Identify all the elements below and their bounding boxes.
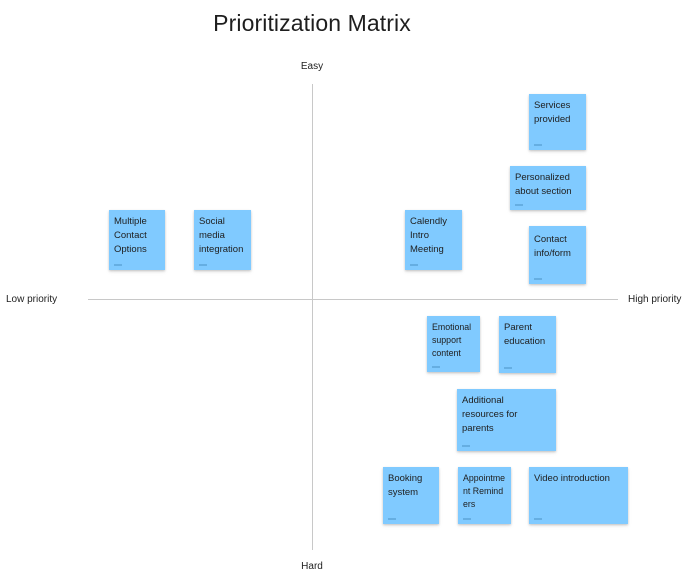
author-tag [534, 518, 542, 520]
author-tag [515, 204, 523, 206]
sticky-note-calendly-intro-meeting[interactable]: Calendly Intro Meeting [405, 210, 462, 270]
sticky-note-text: Social media integration [199, 216, 244, 255]
axis-label-low-priority: Low priority [6, 294, 58, 305]
sticky-note-text: Personalized about section [515, 172, 572, 197]
sticky-note-contact-info-form[interactable]: Contact info/form [529, 226, 586, 284]
author-tag [462, 445, 470, 447]
sticky-note-services-provided[interactable]: Services provided [529, 94, 586, 150]
sticky-note-text: Calendly Intro Meeting [410, 216, 447, 255]
sticky-note-additional-resources[interactable]: Additional resources for parents [457, 389, 556, 451]
author-tag [463, 518, 471, 520]
page-title: Prioritization Matrix [213, 10, 411, 36]
sticky-note-text: Appointment Reminders [463, 473, 506, 509]
sticky-note-text: Services provided [534, 100, 571, 125]
author-tag [388, 518, 396, 520]
axis-label-hard: Hard [301, 561, 323, 572]
axis-label-easy: Easy [300, 61, 324, 72]
sticky-note-text: Emotional support content [432, 322, 472, 358]
sticky-note-emotional-support-content[interactable]: Emotional support content [427, 316, 480, 372]
sticky-note-personalized-about-section[interactable]: Personalized about section [510, 166, 586, 210]
horizontal-axis [88, 299, 618, 300]
vertical-axis [312, 84, 313, 550]
sticky-note-text: Contact info/form [534, 234, 571, 259]
author-tag [534, 278, 542, 280]
sticky-note-text: Multiple Contact Options [114, 216, 147, 255]
author-tag [432, 366, 440, 368]
sticky-note-text: Booking system [388, 473, 423, 498]
axis-label-high-priority: High priority [628, 294, 682, 305]
sticky-note-parent-education[interactable]: Parent education [499, 316, 556, 373]
sticky-note-booking-system[interactable]: Booking system [383, 467, 439, 524]
sticky-note-video-introduction[interactable]: Video introduction [529, 467, 628, 524]
sticky-note-social-media-integration[interactable]: Social media integration [194, 210, 251, 270]
author-tag [410, 264, 418, 266]
author-tag [114, 264, 122, 266]
sticky-note-text: Video introduction [534, 473, 610, 484]
sticky-note-text: Additional resources for parents [462, 395, 518, 434]
author-tag [504, 367, 512, 369]
author-tag [199, 264, 207, 266]
author-tag [534, 144, 542, 146]
sticky-note-appointment-reminders[interactable]: Appointment Reminders [458, 467, 511, 524]
sticky-note-multiple-contact-options[interactable]: Multiple Contact Options [109, 210, 165, 270]
sticky-note-text: Parent education [504, 322, 546, 347]
